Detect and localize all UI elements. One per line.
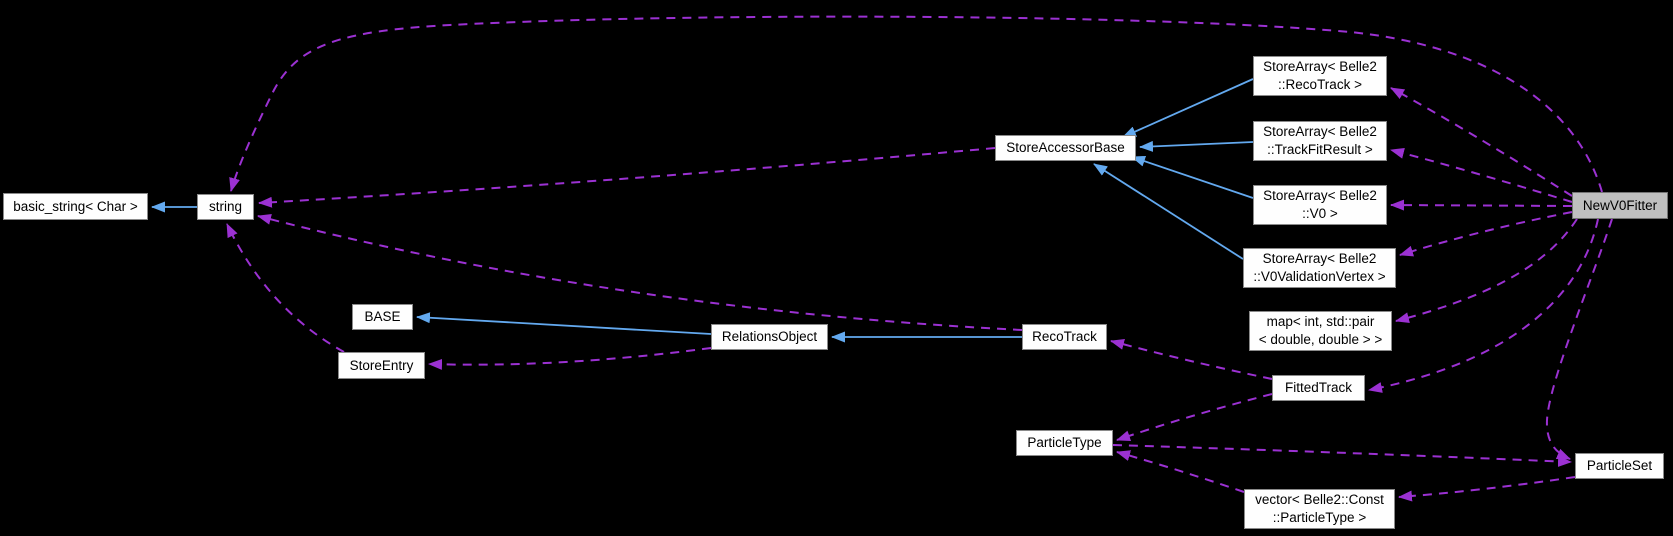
node-StoreEntry[interactable]: StoreEntry: [338, 352, 425, 379]
edge-StoreArrayV0-to-StoreAccessorBase: [1131, 155, 1254, 199]
edge-StoreAccessorBase-to-string: [258, 147, 996, 208]
edge-NewV0Fitter-to-string: [229, 15, 1603, 193]
node-label-line: StoreArray< Belle2: [1262, 251, 1377, 267]
node-label-line: StoreArray< Belle2: [1263, 124, 1377, 140]
edge-NewV0Fitter-to-StoreArrayRecoTrack: [1390, 87, 1573, 197]
node-vectorParticleType[interactable]: vector< Belle2::Const::ParticleType >: [1244, 489, 1395, 529]
node-label-line: StoreArray< Belle2: [1263, 59, 1377, 75]
edge-StoreEntry-to-string: [226, 223, 345, 353]
node-label-line: < double, double > >: [1258, 332, 1383, 347]
edge-FittedTrack-to-ParticleType: [1116, 393, 1273, 441]
node-label-line: RelationsObject: [721, 329, 818, 345]
node-label-line: ::TrackFitResult >: [1267, 142, 1373, 157]
node-label-line: BASE: [364, 309, 401, 325]
node-StoreAccessorBase[interactable]: StoreAccessorBase: [995, 135, 1136, 161]
node-label-line: string: [208, 199, 242, 215]
edge-ParticleType-to-ParticleSet: [1112, 444, 1572, 467]
edge-RecoTrack-to-string: [257, 213, 1023, 331]
node-label-line: ParticleSet: [1586, 458, 1653, 474]
node-label-line: NewV0Fitter: [1582, 197, 1658, 213]
edge-vectorParticleType-to-ParticleType: [1116, 450, 1245, 493]
edge-RelationsObject-to-StoreEntry: [428, 347, 712, 370]
node-BASE[interactable]: BASE: [352, 304, 413, 330]
node-FittedTrack[interactable]: FittedTrack: [1272, 375, 1365, 401]
node-label-line: ParticleType: [1027, 435, 1102, 451]
node-StoreArrayV0[interactable]: StoreArray< Belle2::V0 >: [1253, 185, 1387, 225]
edge-NewV0Fitter-to-map: [1395, 218, 1578, 324]
edge-FittedTrack-to-RecoTrack: [1110, 339, 1273, 380]
node-label-line: ::RecoTrack >: [1278, 77, 1362, 92]
edge-StoreArrayRecoTrack-to-StoreAccessorBase: [1122, 78, 1254, 138]
node-ParticleType[interactable]: ParticleType: [1016, 430, 1113, 456]
node-RelationsObject[interactable]: RelationsObject: [711, 324, 828, 350]
node-label-line: ::V0ValidationVertex >: [1253, 269, 1386, 284]
node-label-line: vector< Belle2::Const: [1255, 492, 1384, 508]
node-label-line: StoreAccessorBase: [1006, 140, 1125, 156]
node-NewV0Fitter: NewV0Fitter: [1572, 192, 1668, 219]
edge-StoreArrayTrackFitResult-to-StoreAccessorBase: [1139, 140, 1254, 152]
node-label-line: StoreEntry: [349, 357, 414, 373]
node-label-line: map< int, std::pair: [1266, 314, 1375, 330]
edge-NewV0Fitter-to-FittedTrack: [1368, 218, 1599, 393]
node-basic_string[interactable]: basic_string< Char >: [3, 193, 148, 220]
node-label-line: ::V0 >: [1302, 206, 1338, 221]
node-StoreArrayTrackFitResult[interactable]: StoreArray< Belle2::TrackFitResult >: [1253, 121, 1387, 161]
node-label-line: StoreArray< Belle2: [1263, 188, 1377, 204]
node-label-line: RecoTrack: [1032, 329, 1097, 345]
node-RecoTrack[interactable]: RecoTrack: [1022, 324, 1107, 350]
node-ParticleSet[interactable]: ParticleSet: [1575, 453, 1664, 479]
node-StoreArrayV0ValidationVertex[interactable]: StoreArray< Belle2::V0ValidationVertex >: [1243, 248, 1396, 288]
node-string[interactable]: string: [197, 194, 254, 220]
edge-StoreArrayV0ValidationVertex-to-StoreAccessorBase: [1093, 163, 1244, 260]
node-label-line: ::ParticleType >: [1272, 510, 1367, 525]
node-label-line: FittedTrack: [1284, 380, 1352, 396]
edge-NewV0Fitter-to-ParticleSet: [1545, 218, 1613, 460]
edge-ParticleSet-to-vectorParticleType: [1398, 476, 1576, 502]
node-map[interactable]: map< int, std::pair< double, double > >: [1249, 311, 1392, 351]
edge-RelationsObject-to-BASE: [416, 312, 712, 335]
node-label-line: basic_string< Char >: [13, 198, 138, 214]
edge-NewV0Fitter-to-StoreArrayV0ValidationVertex: [1399, 211, 1573, 257]
edge-NewV0Fitter-to-StoreArrayV0: [1390, 199, 1573, 211]
edge-NewV0Fitter-to-StoreArrayTrackFitResult: [1390, 147, 1573, 203]
node-StoreArrayRecoTrack[interactable]: StoreArray< Belle2::RecoTrack >: [1253, 56, 1387, 96]
